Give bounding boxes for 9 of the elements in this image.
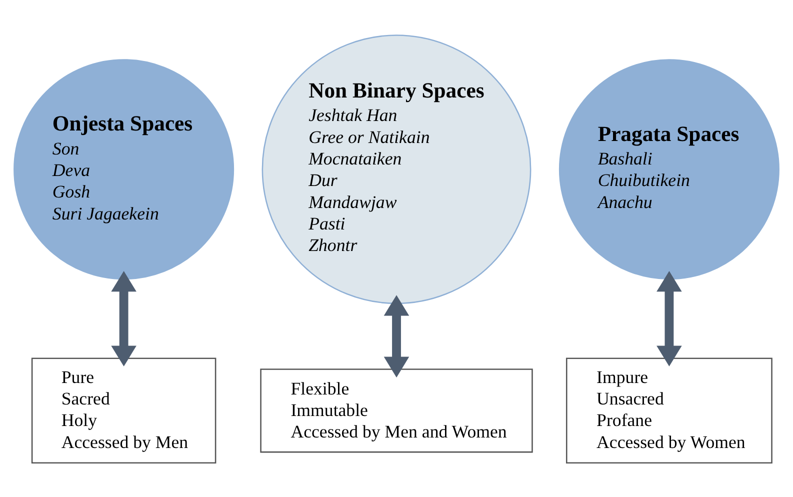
node-circle: Onjesta Spaces Son Deva Gosh Suri Jagaekein [14,58,234,280]
node-circle: Non Binary Spaces Jeshtak Han Gree or Natikain Mocnataiken Dur Mandawjaw Pasti Zhontr [262,34,532,304]
node-box: Impure Unsacred Profane Accessed by Women [566,357,772,464]
node-box: Flexible Immutable Accessed by Men and Women [260,368,533,452]
arrow [656,270,682,366]
arrow [384,294,410,377]
arrow [111,270,136,366]
node-box: Pure Sacred Holy Accessed by Men [31,357,216,464]
node-circle: Pragata Spaces Bashali Chuibutikein Anachu [558,58,780,280]
